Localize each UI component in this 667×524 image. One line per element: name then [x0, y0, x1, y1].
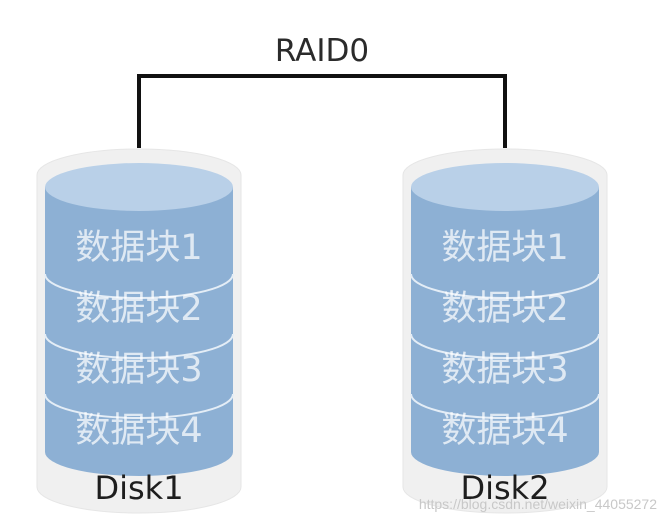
disk-2-divider — [410, 393, 600, 419]
raid-connector-line — [137, 74, 507, 148]
disk-1-block-3-label: 数据块3 — [75, 350, 202, 390]
disk-1-stack — [45, 187, 233, 476]
disk-1-divider — [44, 333, 234, 359]
watermark: https://blog.csdn.net/weixin_44055272 — [419, 496, 657, 512]
disk-2-stack — [411, 187, 599, 476]
disk-2-divider — [410, 333, 600, 359]
disk-1-label: Disk1 — [94, 469, 183, 507]
disk-1-block-2-label: 数据块2 — [75, 289, 202, 329]
disk-1: 数据块1 数据块2 数据块3 数据块4 Disk1 — [36, 148, 242, 514]
disk-2-block-4-label: 数据块4 — [441, 411, 568, 451]
disk-2-block-1-label: 数据块1 — [441, 228, 568, 268]
disk-1-divider — [44, 273, 234, 299]
disk-2-block-3-label: 数据块3 — [441, 350, 568, 390]
disk-2-label: Disk2 — [460, 469, 549, 507]
disk-2: 数据块1 数据块2 数据块3 数据块4 Disk2 — [402, 148, 608, 514]
disk-2-divider — [410, 273, 600, 299]
raid-title: RAID0 — [275, 33, 369, 69]
disk-2-block-2-label: 数据块2 — [441, 289, 568, 329]
disk-1-block-1-label: 数据块1 — [75, 228, 202, 268]
disk-1-divider — [44, 393, 234, 419]
disk-2-top — [411, 163, 599, 211]
disk-1-top — [45, 163, 233, 211]
disk-1-block-4-label: 数据块4 — [75, 411, 202, 451]
